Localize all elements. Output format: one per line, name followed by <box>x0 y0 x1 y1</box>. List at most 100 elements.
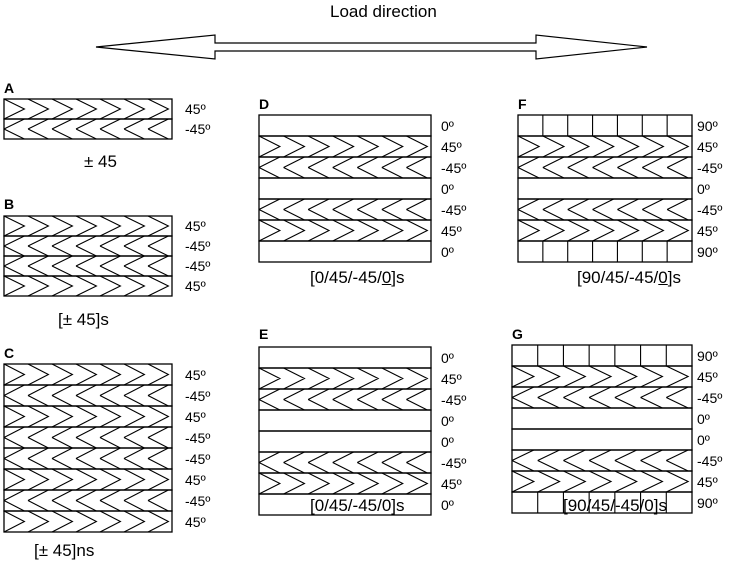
orientation-label: 0º <box>697 431 710 448</box>
orientation-label: 0º <box>697 410 710 427</box>
ply-G-4-0 <box>511 428 693 451</box>
orientation-label: 45º <box>185 408 206 425</box>
panel-label-D: D <box>259 96 270 112</box>
orientation-label: -45º <box>441 159 467 176</box>
ply-B-1-minus45 <box>3 235 173 257</box>
ply-E-1-45 <box>258 367 432 390</box>
orientation-label: -45º <box>697 201 723 218</box>
orientation-label: -45º <box>185 492 211 509</box>
orientation-label: -45º <box>697 159 723 176</box>
ply-G-1-45 <box>511 365 693 388</box>
stacking-caption-G: [90/45/-45/0]s <box>563 496 667 516</box>
stacking-caption-B: [± 45]s <box>58 310 109 330</box>
orientation-label: 45º <box>441 222 462 239</box>
load-direction-arrow <box>95 34 648 60</box>
caption-after: ]s <box>667 268 681 287</box>
caption-before: [± 45]s <box>58 310 109 329</box>
ply-G-5-minus45 <box>511 449 693 472</box>
ply-F-2-minus45 <box>517 156 693 179</box>
orientation-label: -45º <box>185 238 211 254</box>
orientation-label: 45º <box>697 138 718 155</box>
caption-before: [0/45/-45/0]s <box>310 496 405 515</box>
ply-D-0-0 <box>258 114 432 137</box>
ply-B-0-45 <box>3 215 173 237</box>
orientation-label: -45º <box>185 450 211 467</box>
orientation-label: 90º <box>697 494 718 511</box>
ply-G-2-minus45 <box>511 386 693 409</box>
ply-D-6-0 <box>258 240 432 263</box>
orientation-label: 0º <box>441 117 454 134</box>
ply-E-6-45 <box>258 472 432 495</box>
panel-label-A: A <box>4 80 15 96</box>
ply-F-4-minus45 <box>517 198 693 221</box>
laminate-E <box>258 346 432 516</box>
orientation-label: 0º <box>441 433 454 450</box>
orientation-label: -45º <box>185 387 211 404</box>
laminate-G <box>511 344 693 514</box>
load-direction-title: Load direction <box>330 2 437 21</box>
orientation-label: -45º <box>185 121 211 137</box>
stacking-caption-A: ± 45 <box>84 152 117 172</box>
ply-E-2-minus45 <box>258 388 432 411</box>
ply-G-3-0 <box>511 407 693 430</box>
panel-label-B: B <box>4 196 15 212</box>
ply-E-3-0 <box>258 409 432 432</box>
caption-before: [0/45/-45/ <box>310 268 382 287</box>
ply-C-3-minus45 <box>3 426 173 449</box>
ply-G-0-90 <box>511 344 693 367</box>
ply-B-2-minus45 <box>3 255 173 277</box>
ply-D-3-0 <box>258 177 432 200</box>
orientation-label: -45º <box>697 452 723 469</box>
ply-C-5-45 <box>3 468 173 491</box>
orientation-label: 45º <box>697 368 718 385</box>
laminate-F <box>517 114 693 263</box>
ply-C-4-minus45 <box>3 447 173 470</box>
orientation-label: 90º <box>697 347 718 364</box>
orientation-label: -45º <box>697 389 723 406</box>
caption-before: [± 45]ns <box>34 541 95 560</box>
orientation-label: -45º <box>441 391 467 408</box>
ply-F-1-45 <box>517 135 693 158</box>
orientation-label: 45º <box>441 475 462 492</box>
orientation-label: 45º <box>697 473 718 490</box>
stacking-caption-E: [0/45/-45/0]s <box>310 496 405 516</box>
orientation-label: 45º <box>185 513 206 530</box>
orientation-label: 45º <box>441 370 462 387</box>
laminate-B <box>3 215 173 297</box>
ply-G-6-45 <box>511 470 693 493</box>
orientation-label: 45º <box>185 471 206 488</box>
laminate-C <box>3 363 173 533</box>
ply-E-0-0 <box>258 346 432 369</box>
orientation-label: 45º <box>185 101 206 117</box>
ply-C-6-minus45 <box>3 489 173 512</box>
ply-E-4-0 <box>258 430 432 453</box>
stacking-caption-D: [0/45/-45/0]s <box>310 268 405 288</box>
orientation-label: 0º <box>441 180 454 197</box>
orientation-label: 45º <box>441 138 462 155</box>
orientation-label: 0º <box>441 349 454 366</box>
orientation-label: -45º <box>185 258 211 274</box>
orientation-label: 45º <box>185 278 206 294</box>
panel-label-E: E <box>259 326 269 342</box>
caption-before: [90/45/-45/ <box>577 268 659 287</box>
stacking-caption-C: [± 45]ns <box>34 541 94 561</box>
caption-before: ± 45 <box>84 152 117 171</box>
orientation-label: 0º <box>441 243 454 260</box>
orientation-label: 90º <box>697 117 718 134</box>
ply-F-0-90 <box>517 114 693 137</box>
caption-before: [90/45/-45/0]s <box>563 496 667 515</box>
ply-C-1-minus45 <box>3 384 173 407</box>
ply-D-1-45 <box>258 135 432 158</box>
orientation-label: -45º <box>441 201 467 218</box>
stacking-caption-F: [90/45/-45/0]s <box>577 268 681 288</box>
caption-underlined: 0 <box>658 268 668 287</box>
orientation-label: -45º <box>185 429 211 446</box>
ply-B-3-45 <box>3 275 173 297</box>
orientation-label: 0º <box>441 496 454 513</box>
ply-F-5-45 <box>517 219 693 242</box>
ply-D-4-minus45 <box>258 198 432 221</box>
ply-G-7-90 <box>511 491 693 514</box>
panel-label-G: G <box>512 326 523 342</box>
ply-A-1-minus45 <box>3 118 173 140</box>
